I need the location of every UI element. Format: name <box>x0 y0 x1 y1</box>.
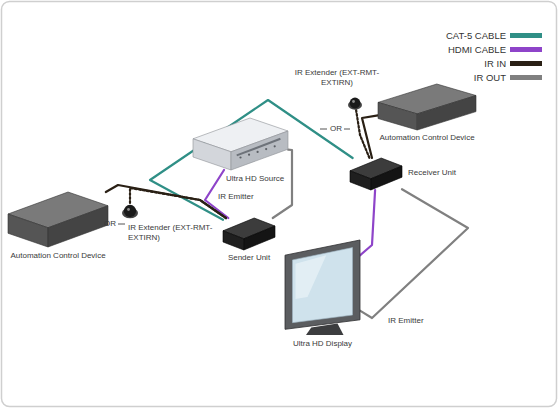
legend-swatch <box>510 47 542 52</box>
device-label: Automation Control Device <box>8 251 108 261</box>
device-label: Receiver Unit <box>408 168 478 178</box>
ext-illustration <box>348 98 362 110</box>
device-shape <box>193 118 288 170</box>
or-label: OR <box>328 124 344 134</box>
cable-connector <box>130 188 226 218</box>
or-label: OR <box>102 219 118 229</box>
cable-connector <box>356 110 369 158</box>
device-label: IR Extender (EXT-RMT-EXTIRN) <box>128 223 218 243</box>
emitter-label: IR Emitter <box>218 192 268 202</box>
ext-device: IR Extender (EXT-RMT-EXTIRN) <box>348 96 362 110</box>
device-label: Automation Control Device <box>378 133 476 143</box>
unit-device: Sender Unit <box>223 218 275 250</box>
device-label: Ultra HD Source <box>226 174 288 184</box>
device-shape <box>122 203 138 219</box>
cable-connector <box>362 115 378 158</box>
device-shape <box>223 218 275 250</box>
cable-connector <box>106 185 226 218</box>
display-device: Ultra HD Display <box>285 240 360 335</box>
legend-text: CAT-5 CABLE <box>446 30 506 41</box>
acd-illustration <box>8 192 108 247</box>
cable-connector <box>273 150 292 218</box>
ext-device: IR Extender (EXT-RMT-EXTIRN) <box>122 203 138 219</box>
unit-illustration <box>350 158 402 190</box>
legend-swatch <box>510 33 542 38</box>
device-shape <box>8 192 108 247</box>
unit-illustration <box>223 218 275 250</box>
acd-device: Automation Control Device <box>378 84 476 130</box>
display-illustration <box>285 240 360 335</box>
cable-connector <box>360 189 468 318</box>
cable-connector <box>360 190 375 255</box>
device-label: Ultra HD Display <box>279 339 366 349</box>
cable-connector <box>150 100 353 220</box>
source-device: Ultra HD Source <box>193 118 288 170</box>
acd-device: Automation Control Device <box>8 192 108 247</box>
legend-text: IR OUT <box>474 72 506 83</box>
device-shape <box>285 240 360 335</box>
legend-swatch <box>510 75 542 80</box>
device-shape <box>378 84 476 130</box>
source-illustration <box>193 118 288 170</box>
device-shape <box>348 96 362 110</box>
legend-text: HDMI CABLE <box>448 44 506 55</box>
device-label: Sender Unit <box>219 253 279 263</box>
legend-text: IR IN <box>484 58 506 69</box>
acd-illustration <box>378 84 476 130</box>
device-label: IR Extender (EXT-RMT-EXTIRN) <box>292 68 382 88</box>
unit-device: Receiver Unit <box>350 158 402 190</box>
legend-swatch <box>510 61 542 66</box>
emitter-label: IR Emitter <box>388 316 438 326</box>
device-shape <box>350 158 402 190</box>
ext-illustration <box>122 205 138 218</box>
